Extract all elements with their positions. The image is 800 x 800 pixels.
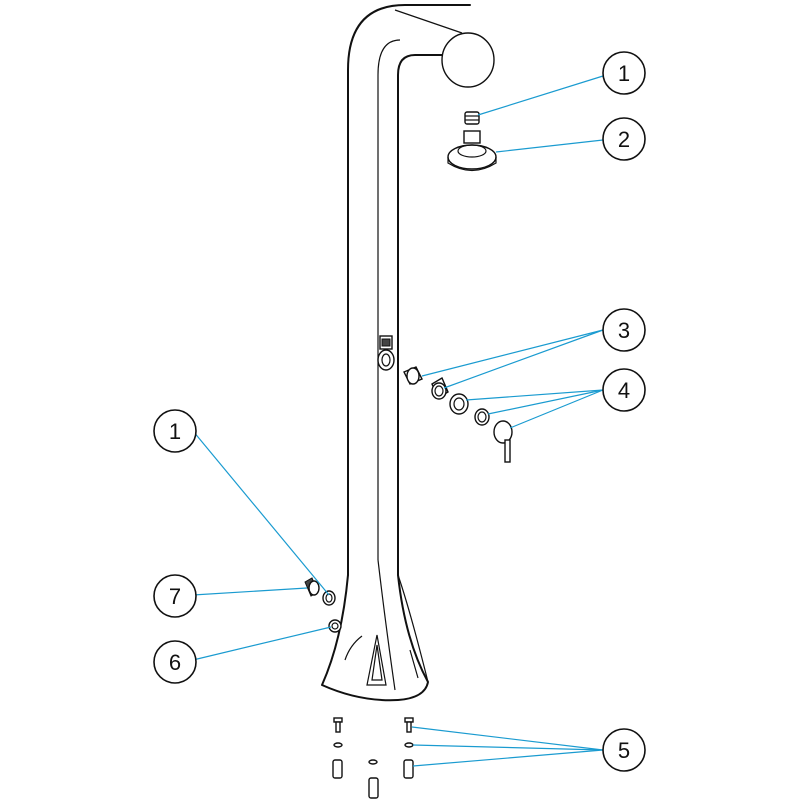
callout-5: 5 (602, 728, 646, 772)
leader-1-side (192, 430, 330, 596)
leader-3b (443, 329, 604, 389)
leader-7 (192, 587, 308, 596)
callout-1-side: 1 (153, 409, 197, 453)
svg-text:6: 6 (169, 650, 181, 675)
svg-text:3: 3 (618, 318, 630, 343)
leader-4a (465, 389, 604, 401)
leader-lines (192, 75, 604, 767)
leader-5a (411, 726, 604, 751)
part-7-tap-fitting (304, 577, 320, 597)
callout-7: 7 (153, 574, 197, 618)
part-3-valve-parts (403, 366, 449, 400)
leader-4b (487, 389, 604, 415)
shower-column (347, 4, 495, 576)
callout-6: 6 (153, 640, 197, 684)
leader-6 (192, 626, 332, 661)
callout-4: 4 (602, 368, 646, 412)
shower-base (321, 559, 429, 702)
part-2-shower-head (447, 130, 497, 172)
svg-text:1: 1 (169, 419, 181, 444)
part-6-base-plug (328, 619, 342, 633)
svg-text:4: 4 (618, 378, 630, 403)
part-4-handle-set (449, 393, 513, 463)
leader-4c (509, 389, 604, 429)
svg-text:2: 2 (618, 127, 630, 152)
svg-text:7: 7 (169, 584, 181, 609)
callout-1-top: 1 (602, 51, 646, 95)
part-5-anchor-set (332, 717, 414, 799)
leader-2 (495, 139, 604, 153)
leader-5c (412, 749, 604, 767)
callout-3: 3 (602, 308, 646, 352)
svg-text:1: 1 (618, 61, 630, 86)
leader-5b (412, 744, 604, 751)
leader-3a (421, 329, 604, 377)
part-1-connector-side (322, 590, 336, 606)
svg-text:5: 5 (618, 738, 630, 763)
leader-1-top (477, 75, 604, 116)
callout-2: 2 (602, 117, 646, 161)
part-1-connector-top (464, 111, 480, 125)
